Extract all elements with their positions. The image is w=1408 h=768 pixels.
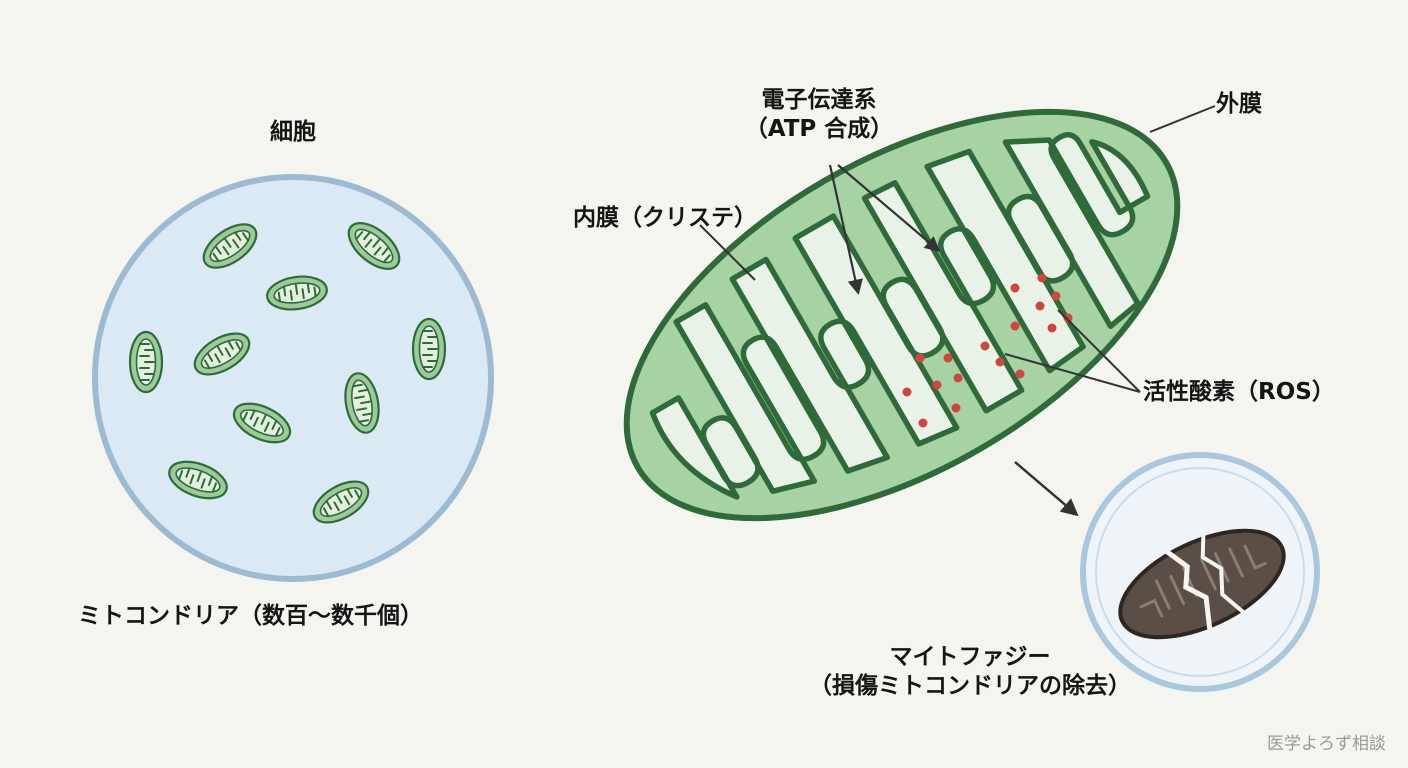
- small-mitochondrion: [128, 330, 164, 394]
- ros-dot: [902, 387, 912, 397]
- ros-dot: [995, 357, 1005, 367]
- ros-dot: [1063, 313, 1073, 323]
- etc-label-line1: 電子伝達系: [761, 87, 877, 113]
- inner-membrane-cristae: [649, 132, 1151, 500]
- inner-membrane-label: 内膜（クリステ）: [573, 205, 757, 231]
- mitophagy-label: マイトファジー （損傷ミトコンドリアの除去）: [770, 643, 1170, 701]
- etc-arrow-2: [837, 164, 941, 252]
- large-mitochondrion: [623, 108, 1181, 522]
- etc-arrows: [828, 164, 941, 296]
- inner-membrane-pointer: [699, 224, 756, 281]
- outer-membrane-label: 外膜: [1216, 91, 1262, 117]
- ros-label: 活性酸素（ROS）: [1143, 379, 1335, 405]
- etc-arrow-1: [828, 164, 863, 296]
- cell-label: 細胞: [270, 119, 316, 145]
- small-mitochondrion: [411, 317, 447, 381]
- ros-pointer-1: [1057, 309, 1141, 393]
- etc-label-line2: （ATP 合成）: [744, 115, 894, 142]
- ros-dot: [1047, 323, 1057, 333]
- ros-dot: [932, 380, 942, 390]
- ros-pointers: [1004, 309, 1141, 393]
- damaged-mitochondrion: [1118, 528, 1286, 640]
- ros-dot: [953, 373, 963, 383]
- watermark: 医学よろず相談: [1267, 734, 1386, 754]
- ros-dots: [902, 273, 1073, 428]
- ros-dot: [951, 403, 961, 413]
- ros-dot: [980, 341, 990, 351]
- mitophagy-label-line2: （損傷ミトコンドリアの除去）: [809, 672, 1131, 699]
- mitochondria-count-label: ミトコンドリア（数百～数千個）: [78, 603, 423, 629]
- ros-dot: [1015, 369, 1025, 379]
- ros-dot: [1037, 273, 1047, 283]
- etc-label: 電子伝達系 （ATP 合成）: [734, 86, 904, 144]
- ros-pointer-2: [1004, 353, 1141, 393]
- mitophagy-label-line1: マイトファジー: [889, 644, 1051, 670]
- ros-dot: [943, 353, 953, 363]
- ros-dot: [1010, 283, 1020, 293]
- ros-dot: [1051, 291, 1061, 301]
- ros-dot: [1035, 301, 1045, 311]
- ros-dot: [915, 353, 925, 363]
- ros-dot: [1010, 321, 1020, 331]
- outer-membrane-pointer: [1149, 105, 1216, 133]
- mitophagy-arrow: [1014, 461, 1079, 517]
- ros-dot: [918, 418, 928, 428]
